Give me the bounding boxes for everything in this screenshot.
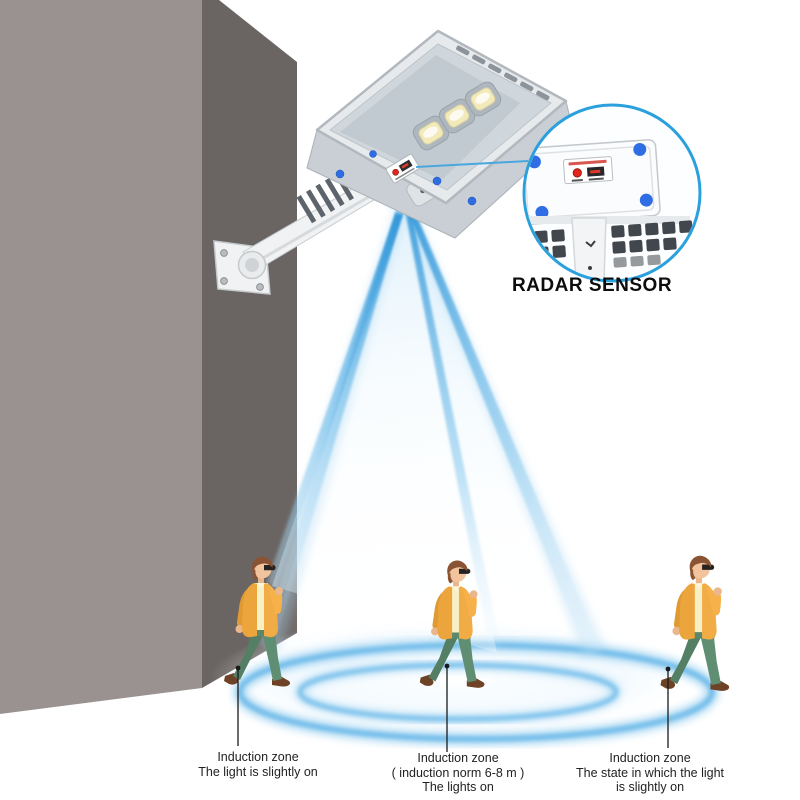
zone3-text2: is slightly on <box>615 780 685 794</box>
inset-pole <box>571 217 607 280</box>
light-beams <box>252 191 606 660</box>
zone3-title: Induction zone <box>609 751 691 765</box>
zone2-title: Induction zone <box>417 751 499 765</box>
street-light-head <box>296 29 574 239</box>
zone1-title: Induction zone <box>217 750 299 764</box>
radar-sensor-inset <box>522 103 702 283</box>
zone1-text: The light is slightly on <box>198 764 318 779</box>
inset-connector-line <box>415 160 529 168</box>
zone2-text2: The lights on <box>422 780 494 794</box>
zone2-text1: ( induction norm 6-8 m ) <box>391 765 525 780</box>
radar-sensor-unit <box>385 153 420 184</box>
radar-sensor-box <box>525 139 661 226</box>
led-modules <box>412 81 502 151</box>
zone3-text1: The state in which the light <box>576 765 724 780</box>
induction-zone-label-1: Induction zone The light is slightly on <box>198 750 318 779</box>
control-label-plate <box>562 156 614 185</box>
wall <box>0 0 297 714</box>
induction-zone-label-2: Induction zone ( induction norm 6-8 m ) … <box>392 751 525 795</box>
shell-screws <box>335 150 477 206</box>
induction-zone-label-3: Induction zone The state in which the li… <box>576 751 724 795</box>
vent-slots <box>456 45 550 101</box>
radar-sensor-caption: RADAR SENSOR <box>511 275 673 296</box>
pointer-lines <box>235 663 671 752</box>
